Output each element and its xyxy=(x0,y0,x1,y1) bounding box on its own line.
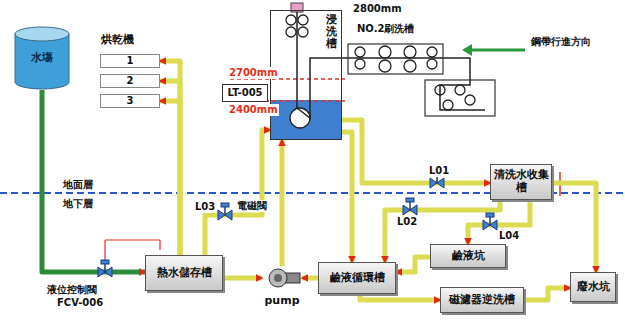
node-label: 2 xyxy=(127,75,134,87)
node-label: pump xyxy=(262,295,302,308)
dryer-group: 烘乾機 1 2 3 xyxy=(97,34,163,112)
control-wire xyxy=(159,240,160,250)
pipe xyxy=(42,90,145,272)
pipe xyxy=(552,183,596,272)
callout-label: 2400mm xyxy=(228,104,279,116)
tank-box: 廢水坑 xyxy=(570,272,616,302)
node-label: 清洗水收集槽 xyxy=(493,169,549,194)
callout-label: 地下層 xyxy=(62,198,94,210)
pipe xyxy=(342,120,490,183)
direction-arrow-head xyxy=(462,44,472,56)
brush-frame xyxy=(348,44,443,74)
callout-label: FCV-006 xyxy=(56,297,104,309)
steel-strip xyxy=(297,12,485,118)
pipe xyxy=(160,101,180,255)
node-label: 熱水儲存槽 xyxy=(157,267,212,280)
tank-box: 磁濾器逆洗槽 xyxy=(440,287,524,313)
tank-box: 鹼液循環槽 xyxy=(318,262,396,294)
callout-label: L03 xyxy=(194,201,216,213)
pipe xyxy=(223,276,262,281)
node-label: 1 xyxy=(127,55,134,67)
tank-box: 熱水儲存槽 xyxy=(145,255,223,291)
pipe xyxy=(160,81,180,255)
pipe xyxy=(360,294,440,300)
dryer-unit: 2 xyxy=(100,74,160,88)
node-label: 水塲 xyxy=(31,52,53,65)
pipe xyxy=(396,257,430,272)
pipe xyxy=(524,288,570,300)
pipe xyxy=(468,200,530,244)
roller-frame xyxy=(425,80,495,116)
tank-water xyxy=(271,100,341,139)
pipe xyxy=(302,276,318,281)
callout-label: 地面層 xyxy=(62,179,94,191)
callout-label: 電磁閥 xyxy=(236,200,268,212)
callout-label: NO.2刷洗槽 xyxy=(356,23,415,35)
pipe xyxy=(342,132,352,262)
callout-label: L04 xyxy=(498,230,520,242)
pipe xyxy=(160,61,180,255)
dryer-unit: 3 xyxy=(100,94,160,108)
node-label: 3 xyxy=(127,95,134,107)
node-label: 浸洗槽 xyxy=(326,14,337,50)
tank-box: 鹼液坑 xyxy=(430,244,506,268)
pump-symbol: pump xyxy=(262,266,302,308)
node-label: 鹼液循環槽 xyxy=(330,272,385,285)
dip-tank: 浸洗槽 xyxy=(270,10,342,140)
callout-label: L02 xyxy=(396,216,418,228)
valve-symbol xyxy=(98,260,112,277)
callout-label: L01 xyxy=(428,165,450,177)
group-heading: 烘乾機 xyxy=(101,34,134,47)
pump-body xyxy=(262,266,302,292)
node-label: LT-005 xyxy=(227,87,262,99)
tank-box: 清洗水收集槽 xyxy=(490,164,552,200)
node-label: 鹼液坑 xyxy=(452,250,485,263)
callout-label: 2800mm xyxy=(352,3,403,15)
node-label: 磁濾器逆洗槽 xyxy=(449,294,515,307)
level-transmitter: LT-005 xyxy=(222,84,268,102)
node-label: 廢水坑 xyxy=(577,281,610,294)
valve-symbol xyxy=(483,213,497,230)
pipe xyxy=(280,140,285,266)
control-wire xyxy=(105,239,160,240)
pipe xyxy=(205,130,270,255)
callout-label: 2700mm xyxy=(228,67,279,79)
callout-label: 鋼帶行進方向 xyxy=(530,36,592,48)
water-tower: 水塲 xyxy=(14,26,70,90)
dryer-unit: 1 xyxy=(100,54,160,68)
callout-label: 液位控制閥 xyxy=(46,284,98,296)
valve-symbol xyxy=(403,198,417,215)
level-line xyxy=(230,78,345,79)
direction-arrow xyxy=(470,49,525,52)
valve-symbol xyxy=(218,203,232,220)
rollers xyxy=(286,15,475,128)
